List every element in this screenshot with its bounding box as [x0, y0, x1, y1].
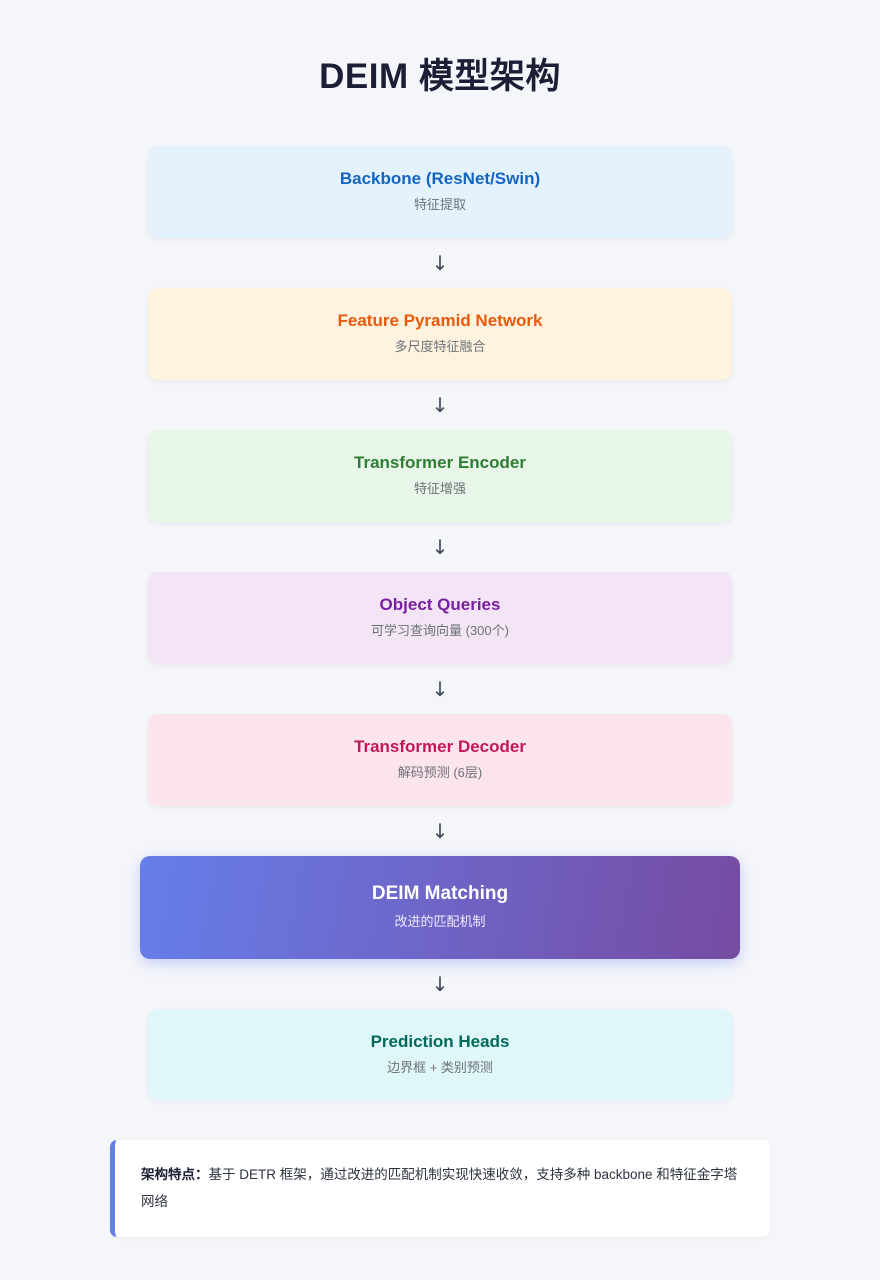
architecture-note: 架构特点：基于 DETR 框架，通过改进的匹配机制实现快速收敛，支持多种 bac…	[110, 1140, 770, 1238]
flow-node-title: Object Queries	[379, 594, 501, 614]
flow-node-subtitle: 解码预测 (6层)	[397, 765, 483, 781]
flow-node-title: Transformer Encoder	[354, 452, 526, 472]
flow-node-subtitle: 特征增强	[413, 481, 466, 497]
flow-node-object-queries: Object Queries 可学习查询向量 (300个)	[148, 571, 732, 664]
flow-node-title: Prediction Heads	[370, 1031, 510, 1051]
arrow-down-icon: ↓	[431, 971, 449, 996]
flow-node-transformer-decoder: Transformer Decoder 解码预测 (6层)	[148, 713, 732, 806]
flow-node-transformer-encoder: Transformer Encoder 特征增强	[148, 429, 732, 522]
architecture-note-text: 基于 DETR 框架，通过改进的匹配机制实现快速收敛，支持多种 backbone…	[141, 1167, 738, 1209]
flow-node-subtitle: 可学习查询向量 (300个)	[371, 623, 509, 639]
arrow-down-icon: ↓	[431, 250, 449, 275]
flow-node-prediction-heads: Prediction Heads 边界框 + 类别预测	[148, 1008, 732, 1101]
flow-node-title: Backbone (ResNet/Swin)	[339, 169, 541, 188]
arrow-down-icon: ↓	[431, 534, 449, 559]
flow-node-deim-matching: DEIM Matching 改进的匹配机制	[140, 855, 740, 959]
flow-node-backbone: Backbone (ResNet/Swin) 特征提取	[148, 146, 732, 238]
flow-node-subtitle: 多尺度特征融合	[394, 339, 486, 355]
arrow-down-icon: ↓	[431, 676, 449, 701]
flow-chart: Backbone (ResNet/Swin) 特征提取 ↓ Feature Py…	[110, 146, 770, 1101]
flow-node-subtitle: 改进的匹配机制	[394, 913, 486, 929]
flow-node-subtitle: 特征提取	[413, 197, 466, 213]
flow-node-title: Transformer Decoder	[354, 736, 526, 756]
architecture-note-label: 架构特点：	[141, 1167, 209, 1183]
page-title: DEIM 模型架构	[319, 57, 561, 96]
arrow-down-icon: ↓	[431, 392, 449, 417]
arrow-down-icon: ↓	[431, 818, 449, 843]
flow-node-title: Feature Pyramid Network	[337, 310, 543, 330]
flow-node-subtitle: 边界框 + 类别预测	[387, 1059, 493, 1075]
flow-node-feature-pyramid-network: Feature Pyramid Network 多尺度特征融合	[148, 287, 732, 380]
flow-node-title: DEIM Matching	[371, 882, 509, 904]
